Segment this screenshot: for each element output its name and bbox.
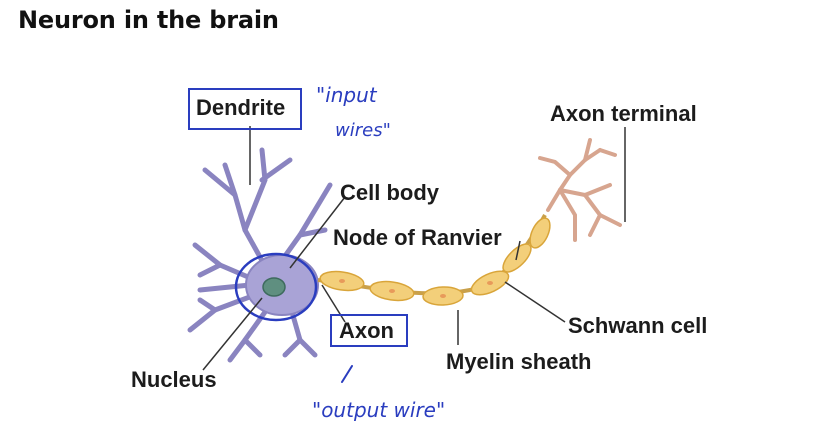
label-node-of-ranvier: Node of Ranvier — [333, 225, 502, 250]
label-axon-terminal: Axon terminal — [550, 101, 697, 126]
label-myelin-sheath: Myelin sheath — [446, 349, 592, 374]
annotation-output: "output wire" — [312, 398, 446, 422]
schwann-nuclei — [339, 279, 493, 298]
axon-terminal-branches — [538, 138, 622, 242]
dendrites — [187, 147, 333, 363]
label-dendrite: Dendrite — [196, 95, 286, 120]
dendrite-box — [188, 88, 302, 130]
output-pointer-stroke — [341, 365, 353, 383]
annotation-input-line2: wires" — [335, 120, 391, 141]
leader-lines — [202, 126, 626, 371]
label-schwann-cell: Schwann cell — [568, 313, 708, 338]
annotation-input-line1: "input — [316, 83, 377, 107]
axon-box — [330, 314, 408, 347]
label-cell-body: Cell body — [340, 180, 440, 205]
slide-title: Neuron in the brain — [18, 6, 279, 34]
label-axon: Axon — [339, 318, 394, 343]
nucleus — [262, 277, 286, 297]
cell-body-circle-annotation — [234, 252, 318, 322]
label-nucleus: Nucleus — [131, 367, 217, 392]
